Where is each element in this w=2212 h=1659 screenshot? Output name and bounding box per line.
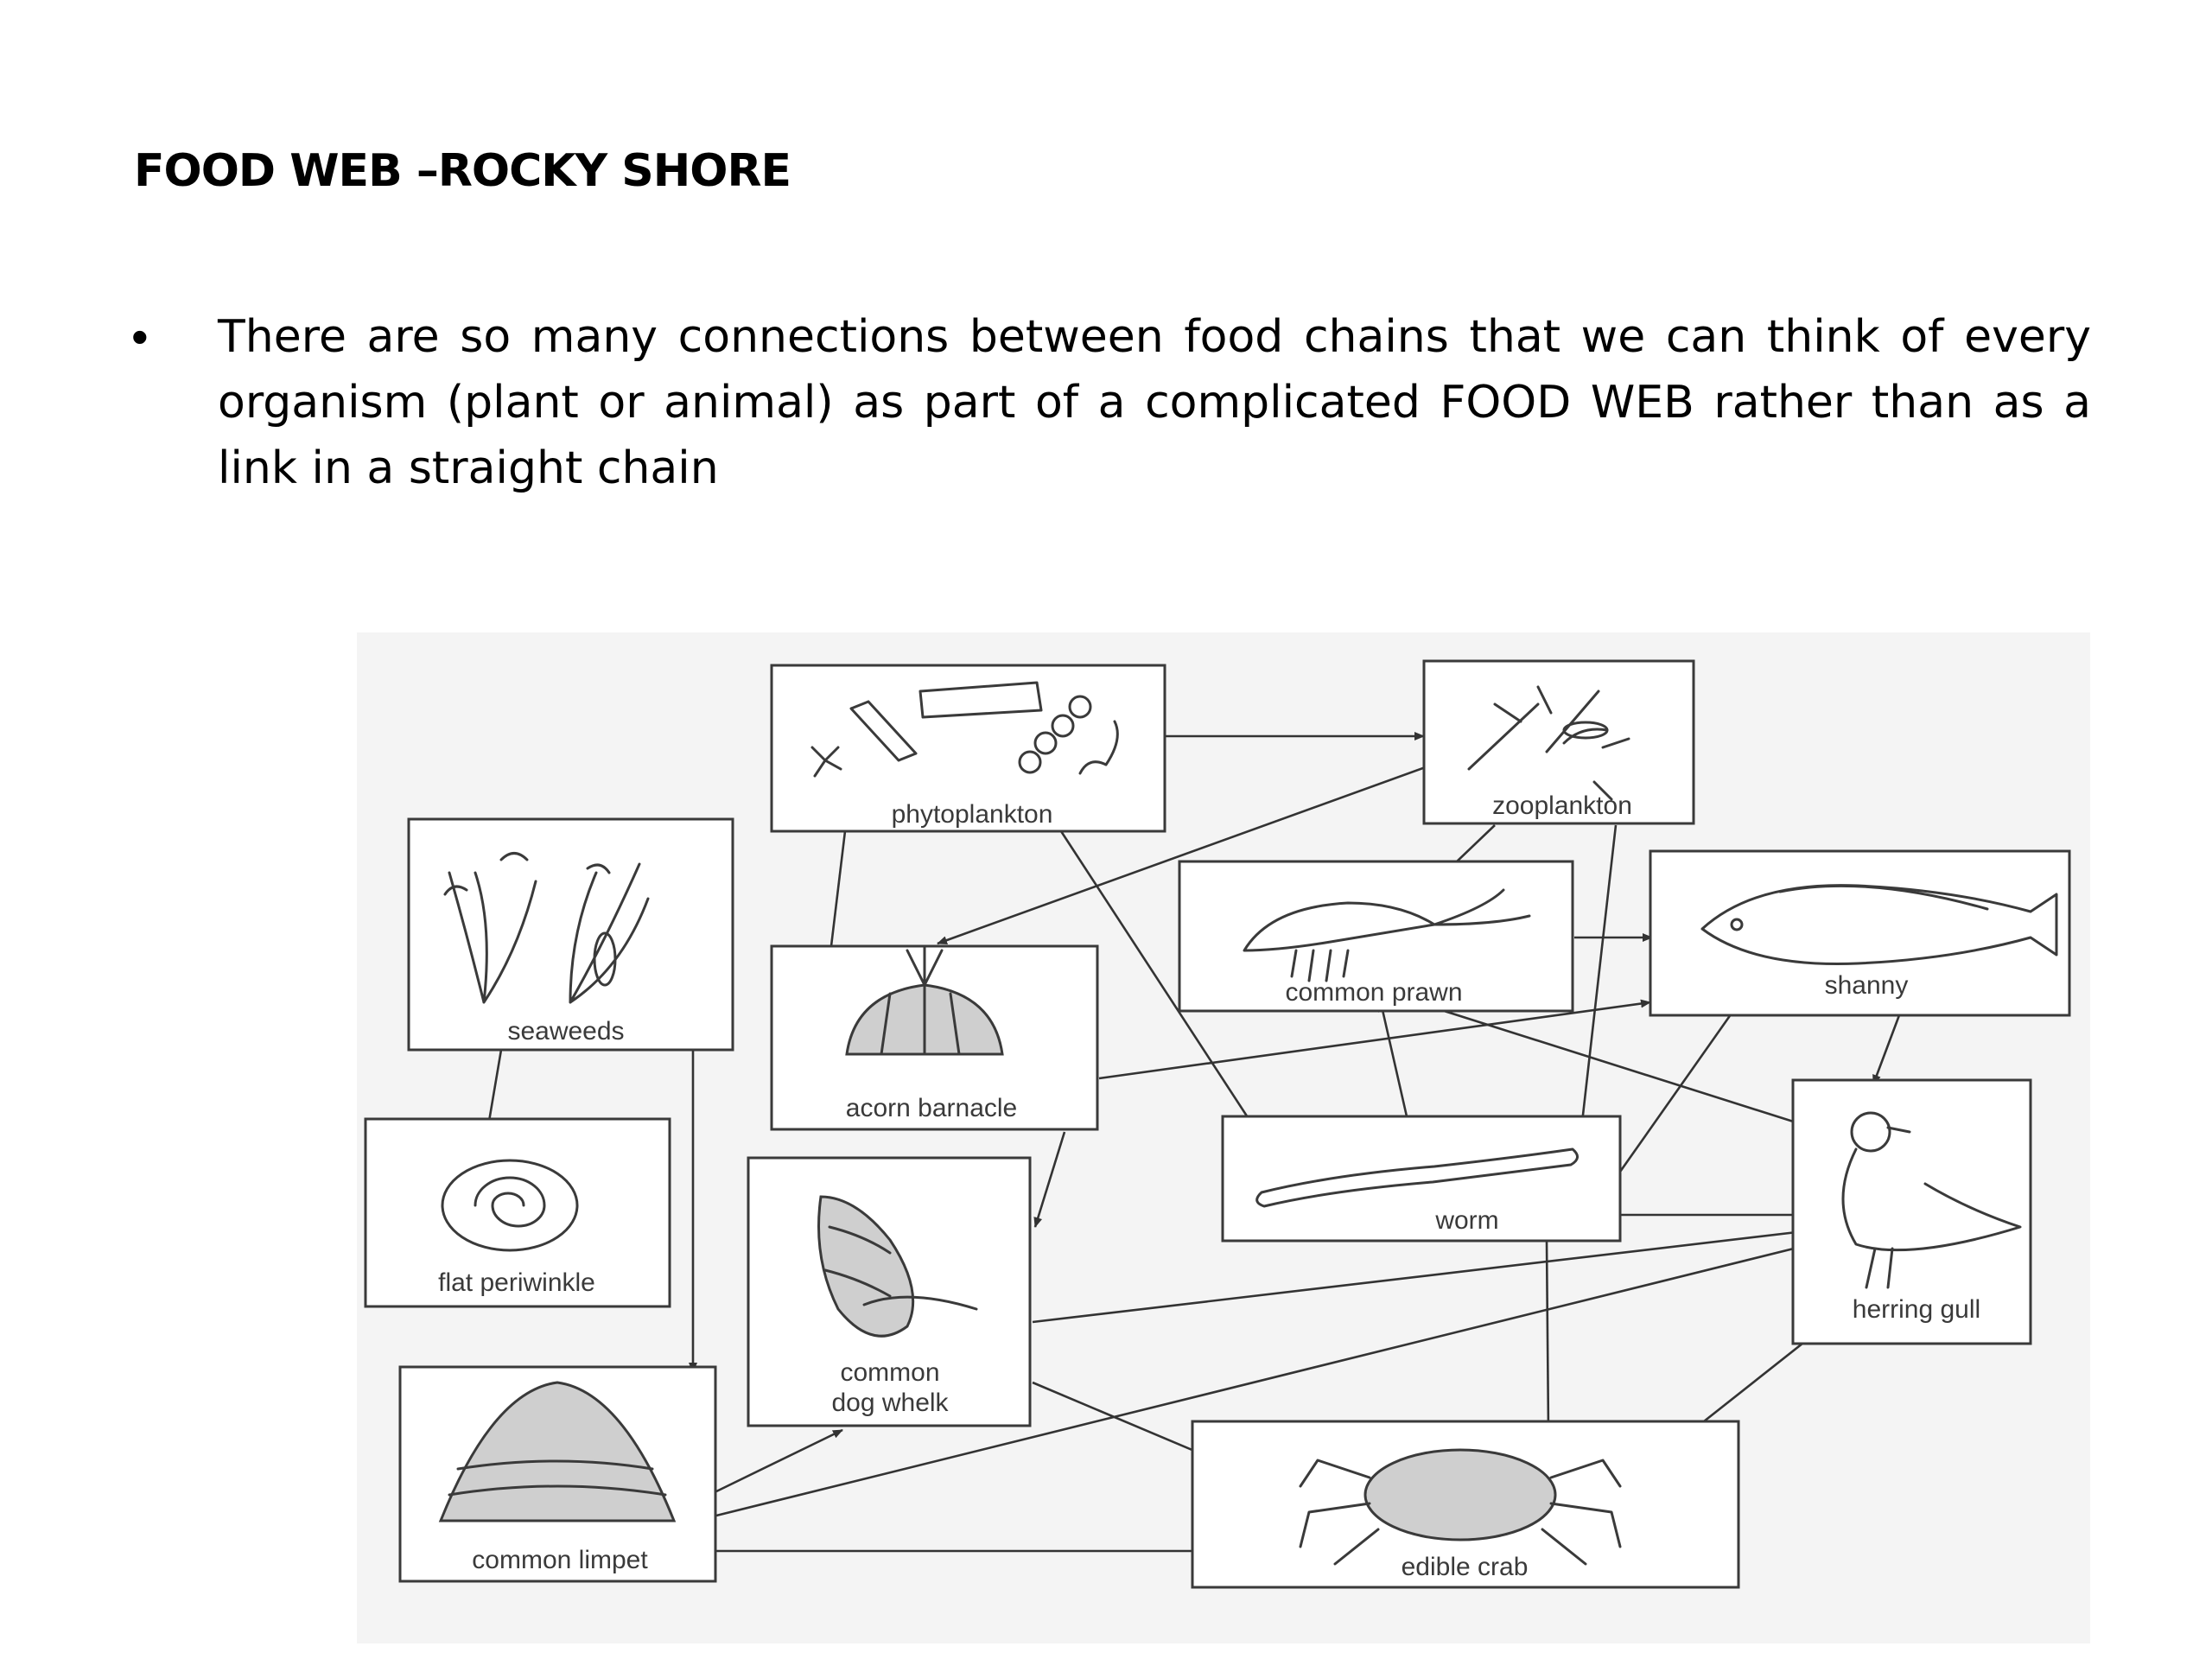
- page-title: FOOD WEB –ROCKY SHORE: [134, 145, 791, 197]
- periwinkle-icon: [441, 1159, 579, 1252]
- zooplankton-icon: [1467, 685, 1630, 801]
- worm-icon: [1255, 1147, 1579, 1208]
- organism-seaweeds: seaweeds: [407, 817, 734, 1052]
- fish-icon: [1700, 884, 2058, 965]
- link-shanny-herring-gull: [1872, 1014, 1901, 1085]
- link-worm-shanny: [1618, 993, 1747, 1173]
- organism-edible-crab: edible crab: [1191, 1420, 1740, 1589]
- organism-label-zooplankton: zooplankton: [1492, 791, 1632, 820]
- organism-worm: worm: [1221, 1115, 1622, 1243]
- link-phytoplankton-worm: [1059, 830, 1259, 1133]
- bullet-marker: •: [131, 309, 149, 364]
- organism-label-acorn-barnacle: acorn barnacle: [846, 1094, 1017, 1122]
- organism-phytoplankton: phytoplankton: [770, 664, 1166, 833]
- link-worm-edible-crab: [1543, 1240, 1553, 1432]
- bullet-text: There are so many connections between fo…: [218, 311, 2091, 494]
- organism-label-dog-whelk-line2: dog whelk: [831, 1389, 949, 1417]
- organism-label-edible-crab: edible crab: [1402, 1553, 1529, 1581]
- whelk-icon: [817, 1195, 978, 1338]
- link-common-limpet-herring-gull: [712, 1243, 1805, 1518]
- organism-label-common-prawn: common prawn: [1285, 978, 1462, 1007]
- organism-common-limpet: common limpet: [398, 1365, 717, 1583]
- organism-label-worm: worm: [1434, 1206, 1498, 1235]
- link-zooplankton-worm: [1578, 824, 1618, 1131]
- link-worm-common-prawn: [1378, 1001, 1408, 1117]
- link-acorn-barnacle-shanny: [1098, 999, 1651, 1080]
- link-common-dog-whelk-herring-gull: [1032, 1228, 1805, 1324]
- organism-herring-gull: herring gull: [1791, 1078, 2032, 1345]
- phytoplankton-icon: [810, 681, 1119, 778]
- link-common-prawn-herring-gull: [1438, 1007, 1805, 1127]
- organism-label-shanny: shanny: [1825, 971, 1909, 1000]
- organism-label-phytoplankton: phytoplankton: [892, 800, 1053, 829]
- barnacle-icon: [845, 944, 1004, 1056]
- prawn-icon: [1243, 888, 1531, 982]
- organism-label-flat-periwinkle: flat periwinkle: [438, 1268, 595, 1297]
- organism-label-dog-whelk-line1: common: [840, 1358, 939, 1387]
- link-common-dog-whelk-edible-crab: [1032, 1381, 1217, 1462]
- organism-label-herring-gull: herring gull: [1853, 1295, 1980, 1324]
- seaweed-icon: [443, 852, 650, 1004]
- organism-label-seaweeds: seaweeds: [507, 1017, 624, 1046]
- crab-icon: [1299, 1448, 1622, 1566]
- organism-acorn-barnacle: acorn barnacle: [770, 944, 1099, 1131]
- link-zooplankton-acorn-barnacle: [937, 764, 1431, 945]
- organism-label-common-limpet: common limpet: [472, 1546, 648, 1574]
- links-layer: [480, 732, 1901, 1555]
- gull-icon: [1841, 1111, 2022, 1289]
- organism-shanny: shanny: [1649, 849, 2071, 1017]
- organism-flat-periwinkle: flat periwinkle: [364, 1117, 671, 1308]
- organism-common-dog-whelk: common dog whelk: [747, 1156, 1032, 1427]
- organism-common-prawn: common prawn: [1178, 860, 1574, 1013]
- link-acorn-barnacle-common-dog-whelk: [1033, 1131, 1066, 1228]
- limpet-icon: [438, 1381, 677, 1522]
- link-common-limpet-common-dog-whelk: [712, 1428, 843, 1495]
- organism-zooplankton: zooplankton: [1422, 659, 1695, 825]
